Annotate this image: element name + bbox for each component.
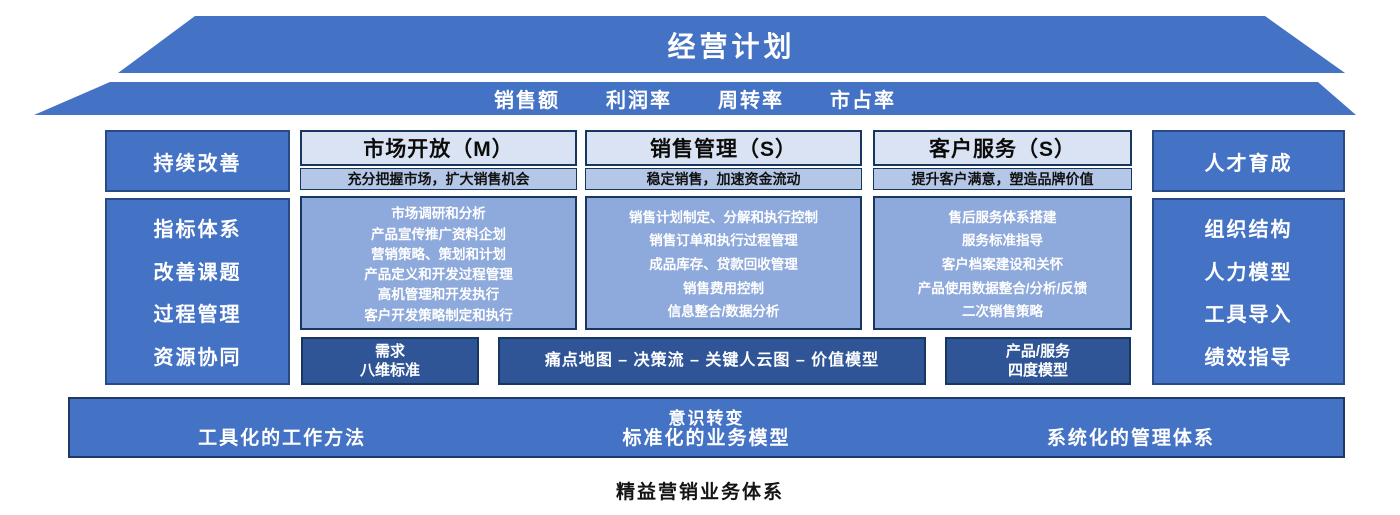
product-service-model-box: 产品/服务 四度模型 — [945, 337, 1131, 385]
sales-management-item: 销售费用控制 — [683, 280, 764, 296]
customer-service-body-box: 售后服务体系搭建 服务标准指导 客户档案建设和关怀 产品使用数据整合/分析/反馈… — [873, 196, 1132, 330]
sales-management-item: 销售订单和执行过程管理 — [649, 233, 798, 249]
right-sidebar-item: 绩效指导 — [1204, 346, 1293, 369]
customer-service-item: 售后服务体系搭建 — [948, 209, 1057, 225]
foundation-items-row: 工具化的工作方法 标准化的业务模型 系统化的管理体系 — [70, 423, 1343, 450]
demand-label-line1: 需求 — [374, 342, 405, 360]
left-sidebar-item: 指标体系 — [153, 219, 242, 242]
customer-service-subtitle-box: 提升客户满意，塑造品牌价值 — [873, 168, 1132, 190]
market-opening-subtitle: 充分把握市场，扩大销售机会 — [347, 171, 530, 187]
sales-management-subtitle-box: 稳定销售，加速资金流动 — [585, 168, 862, 190]
business-plan-trapezoid: 经营计划 — [118, 16, 1345, 73]
metric-sales: 销售额 — [494, 90, 560, 112]
metric-turnover-rate: 周转率 — [718, 90, 784, 112]
mindset-change-label: 意识转变 — [668, 409, 745, 428]
sales-management-item: 信息整合/数据分析 — [667, 304, 780, 320]
customer-service-item: 产品使用数据整合/分析/反馈 — [917, 280, 1088, 296]
left-sidebar-main-box: 指标体系 改善课题 过程管理 资源协同 — [105, 198, 290, 385]
customer-service-item: 二次销售策略 — [962, 304, 1043, 320]
metric-market-share: 市占率 — [830, 90, 896, 112]
diagram-caption: 精益营销业务体系 — [615, 482, 784, 503]
right-sidebar-item: 人力模型 — [1204, 261, 1293, 284]
customer-service-item: 客户档案建设和关怀 — [941, 256, 1064, 272]
foundation-band: 意识转变 工具化的工作方法 标准化的业务模型 系统化的管理体系 — [68, 397, 1345, 458]
metric-profit-rate: 利润率 — [606, 90, 672, 112]
demand-eight-dimension-box: 需求 八维标准 — [301, 337, 479, 385]
business-plan-title: 经营计划 — [667, 30, 796, 62]
market-opening-subtitle-box: 充分把握市场，扩大销售机会 — [300, 168, 577, 190]
left-sidebar-top-box: 持续改善 — [105, 130, 290, 192]
right-sidebar-item: 组织结构 — [1204, 219, 1293, 242]
right-sidebar-top-box: 人才育成 — [1152, 130, 1345, 192]
metrics-band: 销售额 利润率 周转率 市占率 — [34, 82, 1356, 115]
left-sidebar-item: 资源协同 — [153, 346, 242, 369]
continuous-improvement-label: 持续改善 — [153, 152, 242, 175]
market-opening-title-box: 市场开放（M） — [300, 130, 577, 166]
foundation-item-systems: 系统化的管理体系 — [1046, 428, 1215, 449]
customer-service-subtitle: 提升客户满意，塑造品牌价值 — [911, 171, 1094, 187]
customer-service-title: 客户服务（S） — [928, 138, 1076, 161]
sales-management-body-box: 销售计划制定、分解和执行控制 销售订单和执行过程管理 成品库存、贷款回收管理 销… — [585, 196, 862, 330]
market-opening-item: 市场调研和分析 — [391, 206, 486, 222]
right-sidebar-item: 工具导入 — [1204, 304, 1293, 327]
talent-development-label: 人才育成 — [1204, 152, 1293, 175]
customer-service-title-box: 客户服务（S） — [873, 130, 1132, 166]
market-opening-item: 产品定义和开发过程管理 — [364, 267, 513, 283]
demand-label-line2: 八维标准 — [359, 362, 420, 379]
tools-strip: 痛点地图 – 决策流 – 关键人云图 – 价值模型 — [498, 337, 926, 385]
tools-strip-label: 痛点地图 – 决策流 – 关键人云图 – 价值模型 — [544, 351, 880, 369]
market-opening-item: 营销策略、策划和计划 — [371, 246, 506, 262]
sales-management-item: 成品库存、贷款回收管理 — [649, 256, 798, 272]
sales-management-item: 销售计划制定、分解和执行控制 — [629, 209, 818, 225]
market-opening-title: 市场开放（M） — [363, 138, 514, 161]
foundation-item-tools: 工具化的工作方法 — [198, 428, 367, 449]
market-opening-body-box: 市场调研和分析 产品宣传推广资料企划 营销策略、策划和计划 产品定义和开发过程管… — [300, 196, 577, 330]
foundation-item-standards: 标准化的业务模型 — [622, 428, 791, 449]
sales-management-title-box: 销售管理（S） — [585, 130, 862, 166]
product-service-line1: 产品/服务 — [1005, 342, 1071, 360]
market-opening-item: 产品宣传推广资料企划 — [371, 226, 506, 242]
market-opening-item: 客户开发策略制定和执行 — [364, 307, 513, 323]
sales-management-title: 销售管理（S） — [649, 138, 797, 161]
customer-service-item: 服务标准指导 — [962, 233, 1043, 249]
sales-management-subtitle: 稳定销售，加速资金流动 — [646, 171, 801, 187]
left-sidebar-item: 改善课题 — [153, 261, 242, 284]
right-sidebar-main-box: 组织结构 人力模型 工具导入 绩效指导 — [1152, 198, 1345, 385]
product-service-line2: 四度模型 — [1007, 362, 1068, 379]
left-sidebar-item: 过程管理 — [153, 304, 242, 327]
market-opening-item: 高机管理和开发执行 — [377, 287, 500, 303]
